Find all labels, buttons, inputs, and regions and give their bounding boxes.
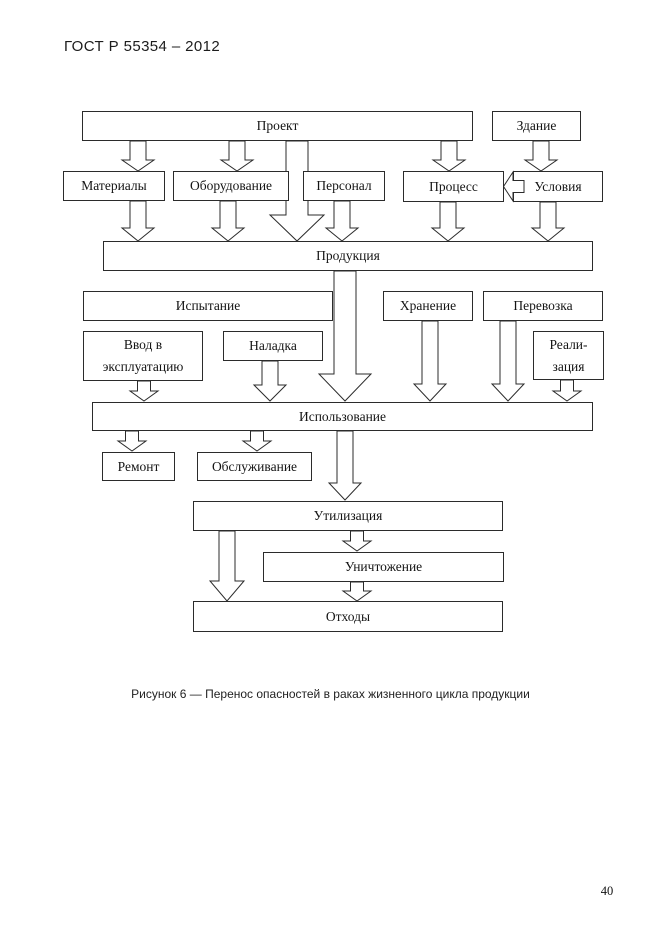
arrow-vvod-ispolzovanie [128, 380, 160, 402]
node-label: Продукция [316, 248, 380, 264]
node-label: Ввод в эксплуатацию [102, 337, 184, 374]
arrow-materialy-produkciya [120, 200, 156, 242]
node-label: Перевозка [513, 298, 573, 314]
arrow-utilizaciya-unichtozhenie [341, 530, 373, 552]
node-remont: Ремонт [102, 452, 175, 481]
node-proekt: Проект [82, 111, 473, 141]
node-naladka: Наладка [223, 331, 323, 361]
node-label: Реали- зация [549, 336, 588, 374]
node-label: Ремонт [117, 458, 160, 474]
arrow-proekt-oborudovanie [219, 140, 255, 172]
node-materialy: Материалы [63, 171, 165, 201]
node-label: Здание [516, 118, 557, 134]
arrow-process-produkciya [430, 201, 466, 242]
node-personal: Персонал [303, 171, 385, 201]
arrow-naladka-ispolzovanie [252, 360, 288, 402]
arrow-realizaciya-ispolzovanie [551, 379, 583, 402]
arrow-ispolzovanie-obsluzhivanie [241, 430, 273, 452]
arrow-oborudovanie-produkciya [210, 200, 246, 242]
node-label: Уничтожение [344, 559, 423, 575]
arrow-ispolzovanie-utilizaciya [327, 430, 363, 501]
node-process: Процесс [403, 171, 504, 202]
node-ispolzovanie: Использование [92, 402, 593, 431]
node-label: Обслуживание [211, 458, 298, 474]
arrow-khranenie-ispolzovanie [412, 320, 448, 402]
document-header: ГОСТ Р 55354 – 2012 [64, 38, 221, 55]
arrow-usloviya-produkciya [530, 201, 566, 242]
node-label: Отходы [325, 608, 371, 624]
node-label: Процесс [429, 178, 478, 194]
node-usloviya: Условия [513, 171, 603, 202]
node-label: Материалы [81, 178, 147, 194]
node-label: Оборудование [189, 178, 273, 194]
node-perevozka: Перевозка [483, 291, 603, 321]
node-zdanie: Здание [492, 111, 581, 141]
node-label: Испытание [175, 298, 241, 314]
arrow-proekt-materialy [120, 140, 156, 172]
node-othody: Отходы [193, 601, 503, 632]
arrow-proekt-process [431, 140, 467, 172]
node-ispytanie: Испытание [83, 291, 333, 321]
arrow-personal-produkciya [324, 200, 360, 242]
arrow-zdanie-usloviya [523, 140, 559, 172]
node-oborudovanie: Оборудование [173, 171, 289, 201]
node-label: Персонал [316, 178, 372, 194]
node-unichtozhenie: Уничтожение [263, 552, 504, 582]
node-label: Условия [534, 178, 582, 194]
arrow-unichtozhenie-othody [341, 581, 373, 602]
arrow-utilizaciya-othody [208, 530, 246, 602]
node-obsluzhivanie: Обслуживание [197, 452, 312, 481]
node-produkciya: Продукция [103, 241, 593, 271]
figure-caption: Рисунок 6 — Перенос опасностей в раках ж… [131, 687, 530, 701]
node-label: Использование [298, 408, 387, 424]
node-label: Утилизация [313, 508, 383, 524]
node-label: Наладка [249, 338, 297, 354]
node-realizaciya: Реали- зация [533, 331, 604, 380]
arrow-ispolzovanie-remont [116, 430, 148, 452]
arrow-perevozka-ispolzovanie [490, 320, 526, 402]
page-number: 40 [600, 884, 614, 898]
node-khranenie: Хранение [383, 291, 473, 321]
node-utilizaciya: Утилизация [193, 501, 503, 531]
node-vvod: Ввод в эксплуатацию [83, 331, 203, 381]
node-label: Проект [256, 118, 299, 134]
node-label: Хранение [399, 298, 457, 314]
